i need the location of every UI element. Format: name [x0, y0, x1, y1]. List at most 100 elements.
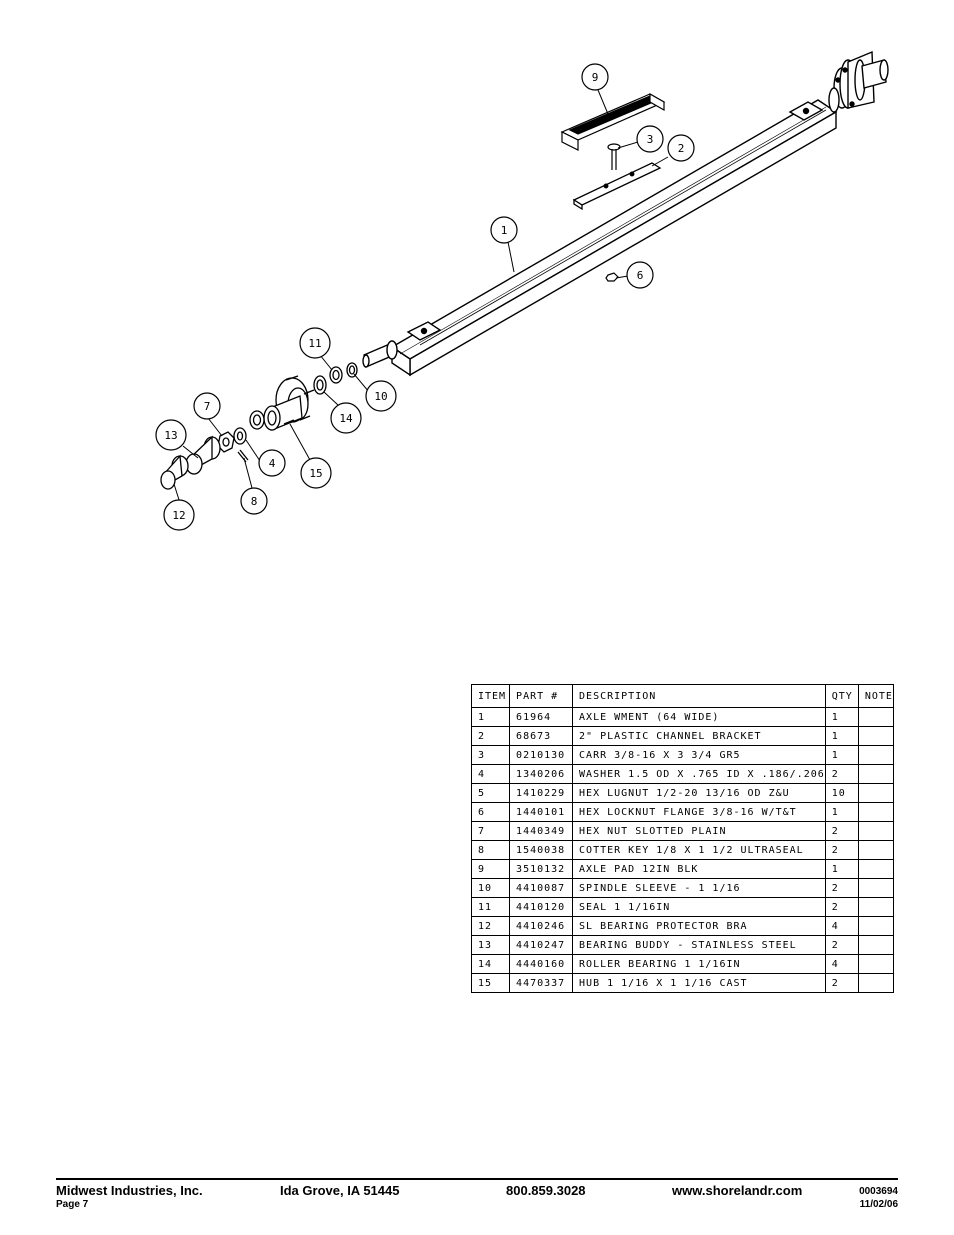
cell-description: AXLE WMENT (64 WIDE) — [572, 707, 826, 727]
footer-company: Midwest Industries, Inc. — [56, 1183, 203, 1198]
cell-part-number: 0210130 — [509, 745, 574, 765]
callout-circle — [193, 392, 221, 420]
cell-part-number: 68673 — [509, 726, 574, 746]
cell-item: 8 — [470, 840, 511, 860]
cell-description: HUB 1 1/16 X 1 1/16 CAST — [572, 973, 826, 993]
callout-label: 1 — [501, 224, 508, 237]
cell-description: SEAL 1 1/16IN — [572, 897, 826, 917]
cell-description: HEX NUT SLOTTED PLAIN — [572, 821, 826, 841]
cell-item: 4 — [470, 764, 511, 784]
axle-pad — [560, 92, 666, 151]
callout-label: 2 — [678, 142, 685, 155]
cell-description: COTTER KEY 1/8 X 1 1/2 ULTRASEAL — [572, 840, 826, 860]
footer-rule — [56, 1178, 898, 1180]
callout-circle — [330, 402, 362, 434]
callout-6: 6 — [626, 261, 654, 289]
callout-label: 4 — [269, 457, 276, 470]
callout-9: 9 — [581, 63, 609, 91]
cell-qty: 2 — [824, 973, 859, 993]
callout-15: 15 — [300, 457, 332, 489]
cell-part-number: 4440160 — [509, 954, 574, 974]
callout-7: 7 — [193, 392, 221, 420]
cell-description: BEARING BUDDY - STAINLESS STEEL — [572, 935, 826, 955]
callout-label: 6 — [637, 269, 644, 282]
cell-qty: 10 — [824, 783, 859, 803]
footer-phone: 800.859.3028 — [506, 1183, 586, 1198]
header-part-number: PART # — [509, 684, 574, 708]
cell-part-number: 4470337 — [509, 973, 574, 993]
cell-part-number: 1440349 — [509, 821, 574, 841]
cell-note — [857, 897, 895, 917]
cell-item: 2 — [470, 726, 511, 746]
cell-note — [857, 935, 895, 955]
callout-label: 9 — [592, 71, 599, 84]
cell-note — [857, 840, 895, 860]
callout-circle — [163, 499, 195, 531]
callout-circle — [490, 216, 518, 244]
cell-item: 1 — [470, 707, 511, 727]
callout-10: 10 — [365, 380, 397, 412]
cell-item: 10 — [470, 878, 511, 898]
callout-circle — [667, 134, 695, 162]
cell-qty: 1 — [824, 707, 859, 727]
cell-part-number: 1340206 — [509, 764, 574, 784]
cell-note — [857, 878, 895, 898]
cell-qty: 4 — [824, 916, 859, 936]
carriage-bolt — [607, 143, 621, 170]
cell-note — [857, 802, 895, 822]
callout-label: 11 — [308, 337, 321, 350]
callout-circle — [365, 380, 397, 412]
cell-part-number: 4410087 — [509, 878, 574, 898]
footer-location: Ida Grove, IA 51445 — [280, 1183, 400, 1198]
callout-label: 15 — [309, 467, 322, 480]
cell-description: WASHER 1.5 OD X .765 ID X .186/.206 — [572, 764, 826, 784]
callout-label: 13 — [164, 429, 177, 442]
callout-12: 12 — [163, 499, 195, 531]
hex-locknut — [605, 272, 619, 282]
cell-item: 15 — [470, 973, 511, 993]
cell-item: 12 — [470, 916, 511, 936]
cell-note — [857, 783, 895, 803]
cell-item: 13 — [470, 935, 511, 955]
cell-qty: 1 — [824, 745, 859, 765]
callout-circle — [636, 125, 664, 153]
callout-1: 1 — [490, 216, 518, 244]
cell-item: 5 — [470, 783, 511, 803]
callout-label: 3 — [647, 133, 654, 146]
cell-item: 9 — [470, 859, 511, 879]
cell-part-number: 4410246 — [509, 916, 574, 936]
callout-circle — [626, 261, 654, 289]
leader-lines — [173, 89, 669, 504]
callout-label: 12 — [172, 509, 185, 522]
callout-circle — [240, 487, 268, 515]
callout-label: 8 — [251, 495, 258, 508]
cell-qty: 2 — [824, 764, 859, 784]
header-description: DESCRIPTION — [572, 684, 826, 708]
cell-qty: 1 — [824, 802, 859, 822]
cell-part-number: 4410120 — [509, 897, 574, 917]
cell-note — [857, 764, 895, 784]
cell-qty: 1 — [824, 726, 859, 746]
callout-circle — [299, 327, 331, 359]
header-qty: QTY — [824, 684, 859, 708]
cell-description: HEX LUGNUT 1/2-20 13/16 OD Z&U — [572, 783, 826, 803]
cell-part-number: 1410229 — [509, 783, 574, 803]
cell-description: SPINDLE SLEEVE - 1 1/16 — [572, 878, 826, 898]
cell-note — [857, 916, 895, 936]
channel-bracket — [572, 162, 662, 211]
callout-label: 7 — [204, 400, 211, 413]
hub-parts — [160, 362, 358, 490]
cell-note — [857, 973, 895, 993]
cell-qty: 2 — [824, 935, 859, 955]
